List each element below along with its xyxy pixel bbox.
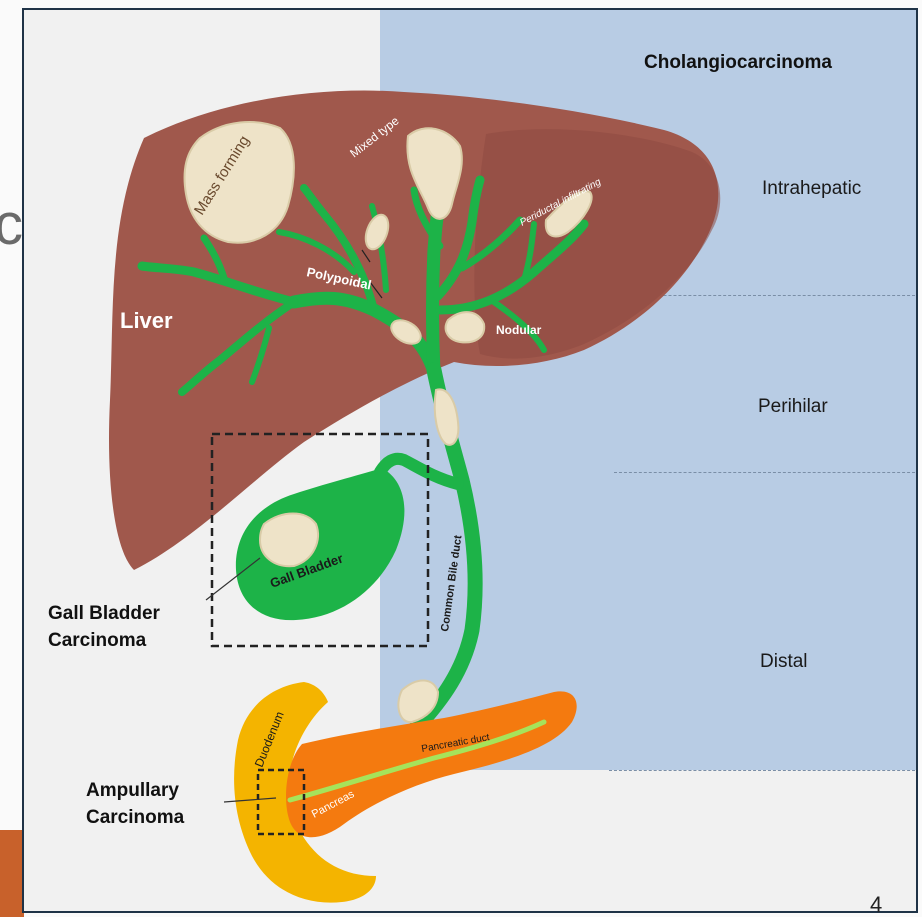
liver-label: Liver <box>120 308 173 333</box>
gall-bladder-carcinoma-line-1: Gall Bladder <box>48 600 160 627</box>
ampullary-carcinoma-line-2: Carcinoma <box>86 804 184 831</box>
figure-panel: Cholangiocarcinoma Intrahepatic Perihila… <box>22 8 918 913</box>
slide-page-mark: 4 <box>870 892 882 918</box>
slide-partial-letter: c <box>0 196 23 254</box>
common-bile-duct-label: Common Bile duct <box>439 534 464 632</box>
gall-bladder-carcinoma-line-2: Carcinoma <box>48 627 160 654</box>
gall-bladder-carcinoma-label: Gall Bladder Carcinoma <box>48 600 160 654</box>
nodular-tumor <box>446 312 485 342</box>
ampullary-carcinoma-label: Ampullary Carcinoma <box>86 777 184 831</box>
slide-accent-bar <box>0 830 24 917</box>
perihilar-tumor <box>435 389 459 444</box>
ampullary-carcinoma-line-1: Ampullary <box>86 777 184 804</box>
nodular-label: Nodular <box>496 323 542 337</box>
